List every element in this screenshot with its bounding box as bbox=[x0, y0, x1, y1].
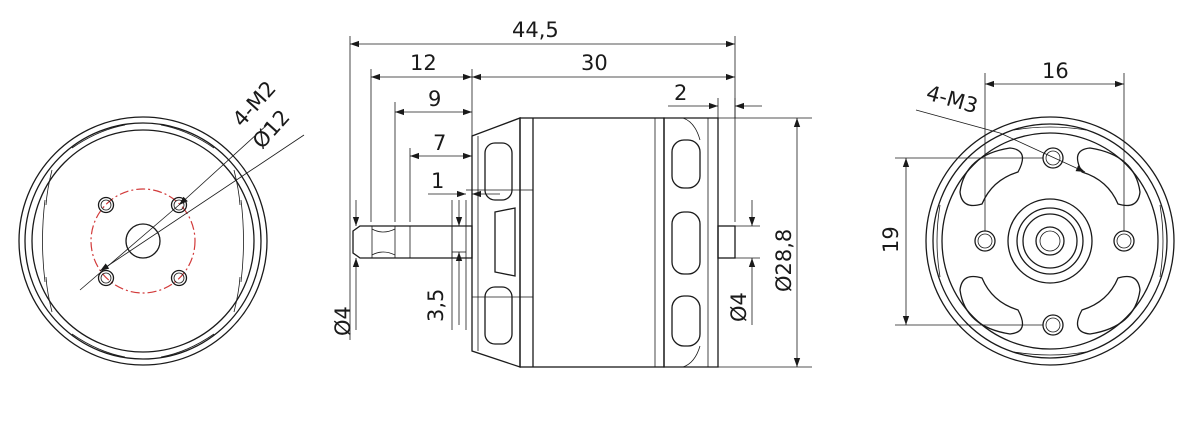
rear-extension-label: 2 bbox=[674, 81, 687, 105]
rear-view: 16 19 4-M3 bbox=[879, 59, 1175, 366]
shaft-step-9-label: 9 bbox=[428, 87, 441, 111]
side-view: 44,5 12 30 9 7 1 2 Ø28,8 Ø4 Ø4 3,5 bbox=[331, 18, 812, 368]
rear-hole-spacing-v-label: 19 bbox=[879, 226, 903, 253]
rear-rim-notches bbox=[936, 126, 1164, 356]
overall-length-label: 44,5 bbox=[512, 18, 559, 42]
front-shaft bbox=[125, 223, 161, 259]
front-hole-circle bbox=[90, 188, 196, 294]
shaft-step-1-label: 1 bbox=[431, 169, 444, 193]
rear-mount-holes bbox=[974, 147, 1135, 336]
shaft-step-7-label: 7 bbox=[433, 131, 446, 155]
rear-shaft-diameter-label: Ø4 bbox=[727, 292, 751, 322]
front-mount-holes bbox=[97, 196, 188, 287]
body-diameter-label: Ø28,8 bbox=[772, 229, 796, 292]
side-dimension-lines bbox=[350, 40, 801, 367]
front-shaft-diameter-label: Ø4 bbox=[331, 306, 355, 336]
rear-hole-spacing-h-label: 16 bbox=[1042, 59, 1069, 83]
rear-cooling-openings bbox=[959, 147, 1141, 335]
side-front-cap bbox=[471, 117, 533, 368]
side-extension-lines bbox=[349, 36, 812, 368]
side-rear-cap bbox=[663, 117, 736, 368]
rear-holes-label: 4-M3 bbox=[924, 81, 981, 119]
side-body bbox=[519, 117, 665, 368]
shaft-length-label: 12 bbox=[410, 51, 437, 75]
rear-hub bbox=[1007, 198, 1093, 284]
shaft-flat-label: 3,5 bbox=[424, 289, 448, 322]
front-rim-slots bbox=[42, 124, 244, 358]
body-length-label: 30 bbox=[581, 51, 608, 75]
front-view: 4-M2 Ø12 bbox=[18, 76, 305, 366]
side-shaft bbox=[352, 225, 473, 259]
